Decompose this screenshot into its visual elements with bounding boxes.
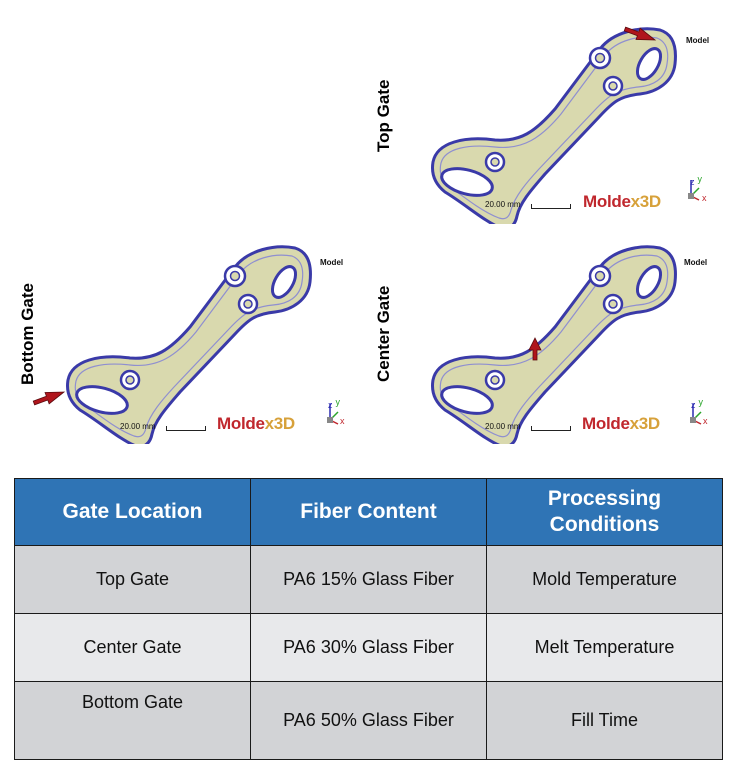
cell-processing-condition: Mold Temperature	[486, 545, 723, 614]
center-gate-part-render	[431, 245, 702, 444]
cell-gate-location: Bottom Gate	[14, 681, 251, 760]
moldex3d-logo: Moldex3D	[217, 414, 295, 433]
table-row: Center Gate PA6 30% Glass Fiber Melt Tem…	[14, 613, 723, 682]
gate-arrow-icon	[32, 391, 66, 406]
cell-processing-condition: Fill Time	[486, 681, 723, 760]
scale-bar-label: 20.00 mm	[485, 200, 521, 209]
model-tag: Model	[684, 258, 708, 267]
bottom-gate-part-render	[32, 245, 339, 444]
scale-bar	[166, 426, 206, 431]
gate-conditions-table: Gate Location Fiber Content Processing C…	[14, 478, 723, 760]
gate-arrow-icon	[528, 337, 542, 361]
scale-bar-label: 20.00 mm	[120, 422, 156, 431]
scale-bar	[531, 426, 571, 431]
scale-bar-label: 20.00 mm	[485, 422, 521, 431]
scale-bar	[531, 204, 571, 209]
moldex3d-logo: Moldex3D	[583, 192, 661, 211]
cell-gate-location: Center Gate	[14, 613, 251, 682]
table-header-row: Gate Location Fiber Content Processing C…	[14, 478, 723, 546]
header-processing-conditions: Processing Conditions	[486, 478, 723, 546]
model-tag: Model	[686, 36, 710, 45]
header-fiber-content: Fiber Content	[250, 478, 487, 546]
header-gate-location: Gate Location	[14, 478, 251, 546]
cell-processing-condition: Melt Temperature	[486, 613, 723, 682]
center-gate-label: Center Gate	[374, 285, 393, 382]
top-gate-part-render	[431, 26, 700, 224]
moldex3d-logo: Moldex3D	[582, 414, 660, 433]
cell-fiber-content: PA6 30% Glass Fiber	[250, 613, 487, 682]
bottom-gate-label: Bottom Gate	[18, 283, 37, 385]
table-row: Top Gate PA6 15% Glass Fiber Mold Temper…	[14, 545, 723, 614]
model-tag: Model	[320, 258, 344, 267]
table-row: Bottom Gate PA6 50% Glass Fiber Fill Tim…	[14, 681, 723, 760]
cell-fiber-content: PA6 15% Glass Fiber	[250, 545, 487, 614]
cell-fiber-content: PA6 50% Glass Fiber	[250, 681, 487, 760]
cell-gate-location: Top Gate	[14, 545, 251, 614]
top-gate-label: Top Gate	[374, 79, 393, 152]
gate-arrow-icon	[623, 26, 657, 41]
